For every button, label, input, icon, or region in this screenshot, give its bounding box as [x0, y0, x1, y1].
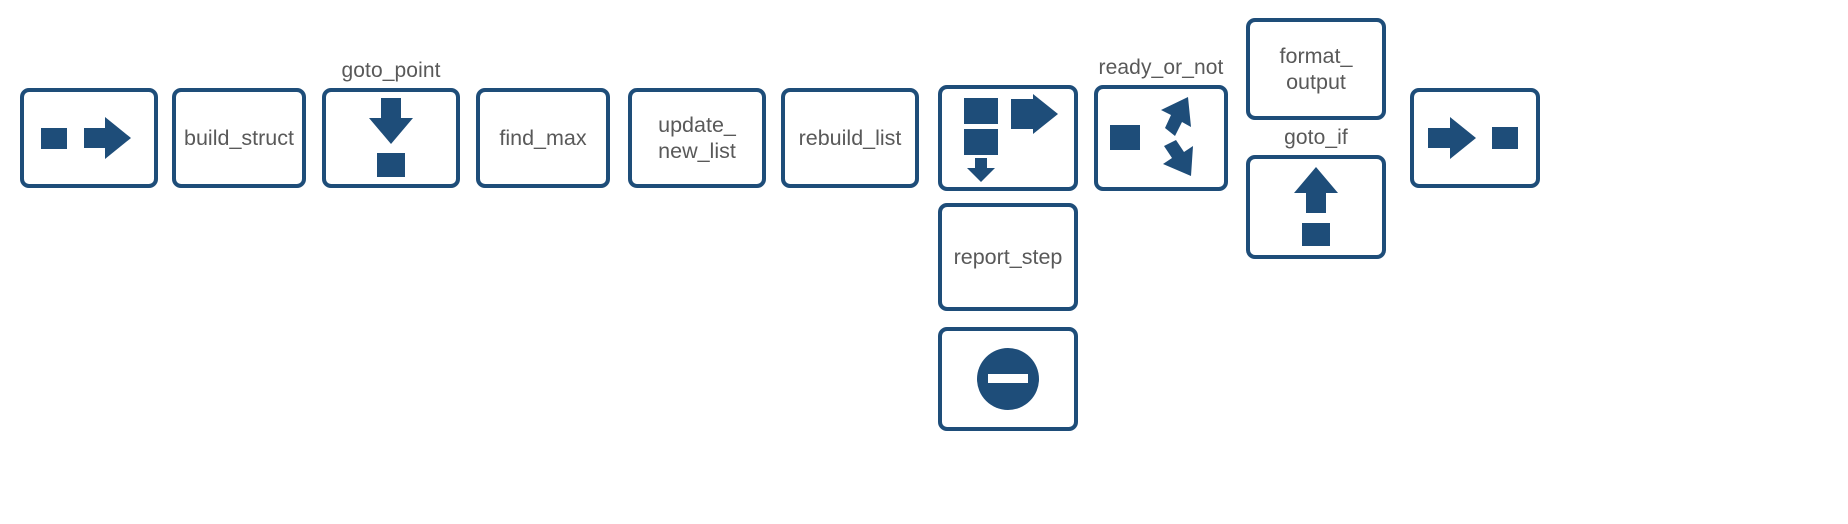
node-icon-wrap-ready-or-not-block [1098, 89, 1224, 187]
square-then-right-arrow-icon [41, 117, 131, 159]
node-format-output-block[interactable]: format_ output [1246, 18, 1386, 120]
node-icon-wrap-stop-block [942, 331, 1074, 427]
node-icon-wrap-square-arrow-block [24, 92, 154, 184]
node-text-format-output-block: format_ output [1279, 44, 1353, 94]
down-arrow-over-square-icon [369, 98, 413, 177]
node-goto-if-block[interactable] [1246, 155, 1386, 259]
node-build-struct-block[interactable]: build_struct [172, 88, 306, 188]
right-arrow-then-square-icon [1428, 117, 1518, 159]
node-find-max-block[interactable]: find_max [476, 88, 610, 188]
node-goto-point-block[interactable] [322, 88, 460, 188]
node-icon-wrap-arrow-square-block [1414, 92, 1536, 184]
node-label-goto-if-block: goto_if [1284, 126, 1348, 149]
node-label-goto-point-block: goto_point [341, 59, 441, 82]
up-arrow-over-square-icon [1294, 167, 1338, 246]
no-entry-circle-icon [977, 348, 1039, 410]
node-loop-block[interactable] [938, 85, 1078, 191]
node-stop-block[interactable] [938, 327, 1078, 431]
node-text-report-step-block: report_step [953, 245, 1063, 269]
node-text-rebuild-list-block: rebuild_list [798, 126, 902, 150]
node-arrow-square-block[interactable] [1410, 88, 1540, 188]
square-with-branching-arrows-icon [1110, 97, 1193, 176]
node-rebuild-list-block[interactable]: rebuild_list [781, 88, 919, 188]
node-text-build-struct-block: build_struct [184, 126, 294, 150]
node-square-arrow-block[interactable] [20, 88, 158, 188]
node-label-ready-or-not-block: ready_or_not [1098, 56, 1224, 79]
node-icon-wrap-goto-if-block [1250, 159, 1382, 255]
node-text-find-max-block: find_max [499, 126, 587, 150]
node-ready-or-not-block[interactable] [1094, 85, 1228, 191]
node-icon-wrap-loop-block [942, 89, 1074, 187]
node-icon-wrap-goto-point-block [326, 92, 456, 184]
node-text-update-new-list-block: update_ new_list [658, 113, 736, 163]
node-report-step-block[interactable]: report_step [938, 203, 1078, 311]
node-update-new-list-block[interactable]: update_ new_list [628, 88, 766, 188]
two-squares-right-arrow-down-arrow-icon [964, 94, 1058, 182]
